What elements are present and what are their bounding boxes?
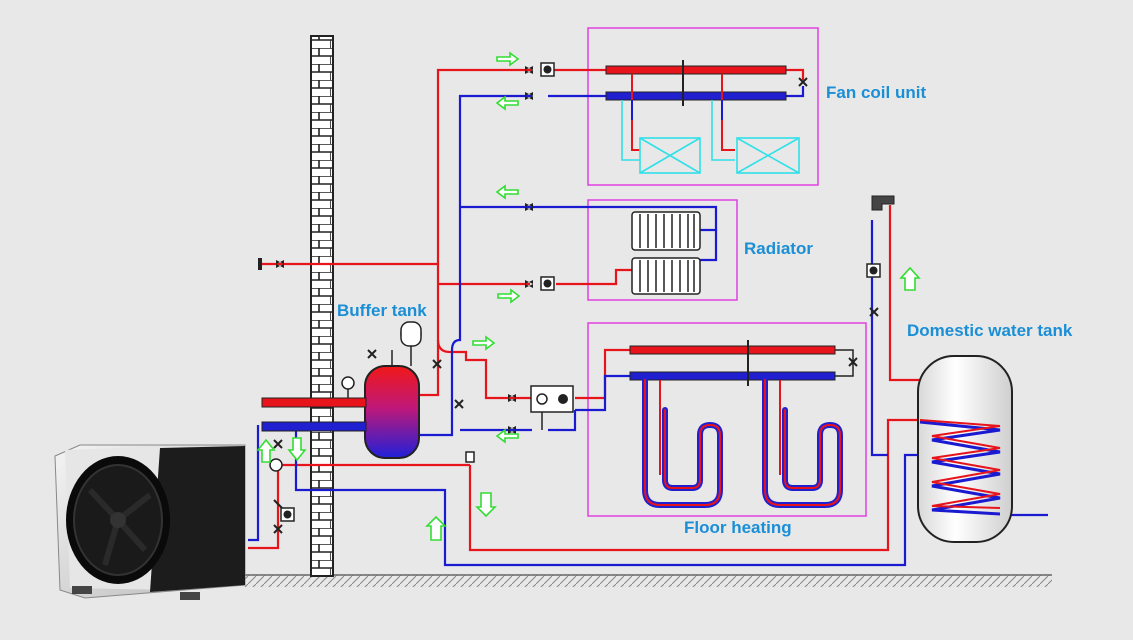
mixing-valve-station [530,385,574,430]
floor-heating-label: Floor heating [684,518,792,537]
fan-coil-unit-label: Fan coil unit [826,83,927,102]
pump-icon [280,507,295,522]
fan-coil-1 [639,137,701,174]
floor-heating-coils [645,380,840,505]
fan-coil-2 [736,137,800,174]
arrow-right-icon [472,335,496,351]
fan-coil-headers [605,60,787,161]
radiator-lower [631,257,701,295]
arrow-left-icon [495,95,519,111]
buffer-hot-header [261,397,367,408]
fan-coil-zone [587,27,819,186]
tap-icon [871,195,895,211]
valve-icon [269,458,283,472]
pump-icon [540,276,555,291]
domestic-water-tank [917,355,1013,543]
arrow-up-icon [899,266,921,291]
sensor-icon [465,451,475,463]
pump-icon [866,263,881,278]
end-cap-icon [258,258,262,270]
radiator-upper [631,211,701,251]
buffer-tank-label: Buffer tank [337,301,427,320]
arrow-up-icon [256,438,276,463]
radiator-label: Radiator [744,239,813,258]
arrow-down-icon [287,437,307,462]
buffer-cold-header [261,421,367,432]
arrow-left-icon [495,428,519,444]
ground [240,574,1052,587]
arrow-right-icon [496,51,520,67]
pump-icon [540,62,555,77]
arrow-left-icon [495,184,519,200]
valve-icon [273,66,879,534]
radiator-zone [587,199,738,301]
heat-pump-unit [54,444,246,600]
floor-heating-manifold [629,340,854,386]
floor-heating-zone [587,322,867,517]
arrow-up-icon [425,515,447,541]
flow-arrows [256,51,921,541]
domestic-water-tank-label: Domestic water tank [907,321,1073,340]
brick-wall [310,35,334,577]
arrow-down-icon [475,492,497,518]
buffer-tank [341,321,422,459]
arrow-right-icon [497,288,521,304]
